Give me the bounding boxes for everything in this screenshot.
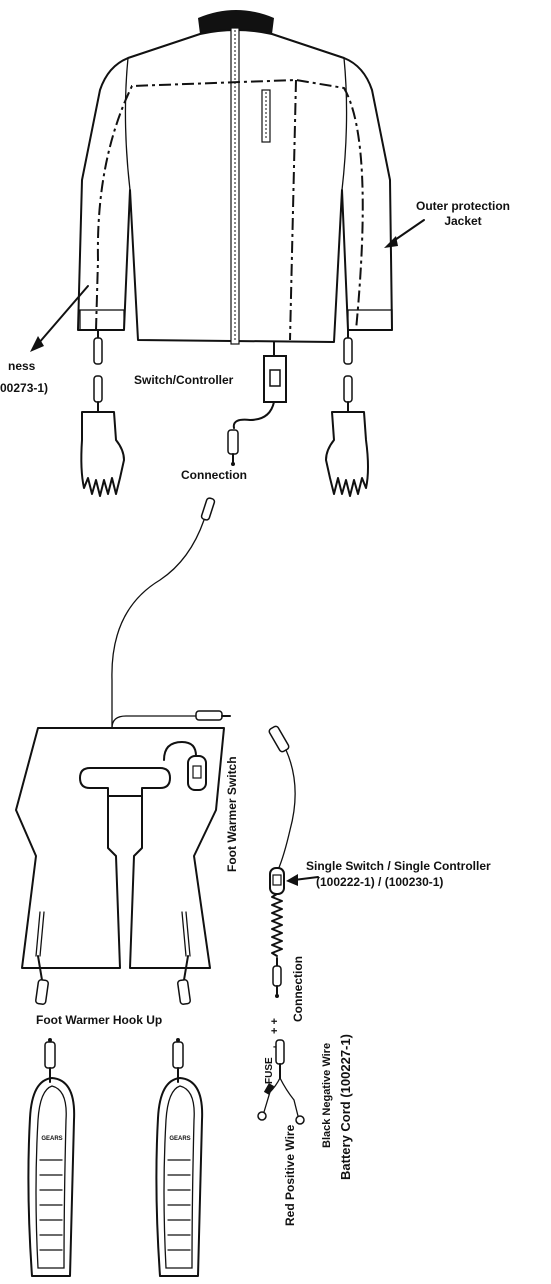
right-insole-brand: GEARS [169, 1136, 190, 1142]
coiled-cord [271, 893, 283, 957]
left-glove [80, 411, 125, 497]
harness-line [95, 78, 364, 331]
fuse-label: FUSE [264, 1057, 275, 1084]
outer-jacket-label-line2: Jacket [444, 214, 481, 228]
single-switch-label-line1: Single Switch / Single Controller [306, 859, 491, 873]
right-cuff [347, 309, 393, 331]
battery-cord: FUSE Red Positive Wire Black Negative Wi… [257, 1034, 353, 1226]
single-controller-cord: Single Switch / Single Controller (10022… [268, 725, 491, 1053]
black-wire-label: Black Negative Wire [321, 1043, 333, 1148]
outer-jacket-label-line1: Outer protection [416, 199, 510, 213]
foot-warmer-hookup-label: Foot Warmer Hook Up [36, 1013, 162, 1027]
single-switch-label-line2: (100222-1) / (100230-1) [316, 875, 443, 889]
right-insole-assembly: GEARS [155, 1038, 204, 1277]
left-insole-assembly: GEARS [27, 1038, 76, 1277]
foot-warmer-switch-label: Foot Warmer Switch [225, 756, 239, 872]
left-glove-assembly [80, 329, 125, 497]
left-leg-connector [35, 955, 49, 1005]
black-ring-terminal [295, 1115, 305, 1125]
outer-jacket-label: Outer protection Jacket [384, 199, 510, 248]
left-insole-brand: GEARS [41, 1136, 62, 1142]
red-wire-label: Red Positive Wire [283, 1124, 297, 1226]
jacket-body [77, 29, 393, 343]
right-insole [155, 1077, 204, 1277]
right-glove-assembly [325, 329, 369, 497]
left-cuff [79, 309, 125, 331]
jacket-switch-controller: Switch/Controller Connection [134, 341, 287, 482]
harness-label-line1: ness [8, 359, 36, 373]
switch-controller-label: Switch/Controller [134, 373, 234, 387]
plus-minus-label: + + [269, 1018, 281, 1034]
connection-side-label: Connection [291, 956, 305, 1022]
pants-liner: Foot Warmer Switch [15, 727, 239, 969]
jacket [77, 10, 393, 345]
harness-label-line2: 00273-1) [0, 381, 48, 395]
fuse [263, 1083, 275, 1095]
main-cable [111, 497, 231, 729]
harness-label: ness 00273-1) [0, 285, 89, 395]
connection-top-label: Connection [181, 468, 247, 482]
battery-cord-label: Battery Cord (100227-1) [338, 1034, 353, 1180]
right-glove [325, 411, 369, 497]
jacket-collar [198, 10, 274, 34]
left-insole [27, 1077, 76, 1277]
red-ring-terminal [257, 1111, 267, 1121]
right-leg-connector [177, 955, 191, 1005]
